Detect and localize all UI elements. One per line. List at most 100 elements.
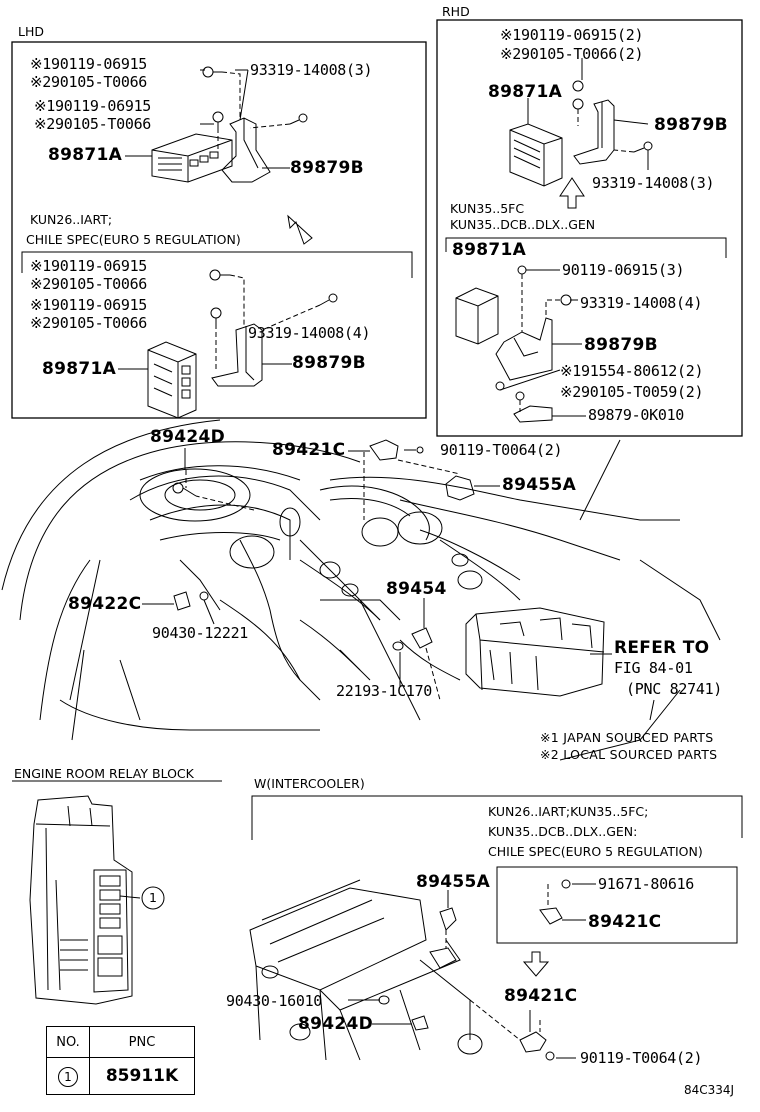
lhd-fasteners-lower [209,269,338,324]
intercooler-condition-line-3: CHILE SPEC(EURO 5 REGULATION) [488,844,703,859]
engine-refer-line-2: FIG 84-01 [614,659,693,677]
engine-details [139,468,483,681]
pnc-row-number: 1 [58,1066,78,1087]
intercooler-bracket [251,795,743,840]
lhd-lower-ecu-label: 89871A [42,359,117,379]
rhd-frame [436,19,743,437]
intercooler-leaders-dashed [445,884,549,1041]
lhd-frame [11,41,427,419]
lhd-upper-japan-screw-label: ※190119-06915 [30,55,148,73]
rhd-sub-bracket2-label: 89879-0K010 [588,406,685,424]
pnc-table-header-pnc: PNC [89,1026,195,1058]
rhd-ecu [509,123,563,187]
lhd-sub-bracket [21,251,413,278]
lhd-upper-bracket-label: 89879B [290,158,364,178]
lhd-leaders-lower-dashed [215,274,321,370]
rhd-bracket-label: 89879B [654,115,728,135]
engine-leaders [142,448,655,721]
lhd-ecu-lower [147,341,197,419]
rhd-sub-bracket-part [495,317,553,381]
intercooler-condition-line-1: KUN26..IART;KUN35..5FC; [488,804,649,819]
lhd-lower-bracket-label: 89879B [292,353,366,373]
lhd-condition-line-2: CHILE SPEC(EURO 5 REGULATION) [26,232,241,247]
note-japan-sourced: ※1 JAPAN SOURCED PARTS [540,730,714,745]
lhd-upper-bolt-label: 93319-14008(3) [250,61,373,79]
rhd-fasteners [572,80,653,153]
rhd-sub-ecu [455,287,499,345]
lhd-upper-ecu-label: 89871A [48,145,123,165]
rhd-sub-bracket [445,237,727,258]
pnc-table: NO. PNC 1 85911K [46,1026,195,1095]
rhd-sub-leaders [499,269,586,417]
rhd-condition-line-2: KUN35..DCB..DLX..GEN [450,217,596,232]
intercooler-sub-frame [496,866,738,944]
intercooler-89455a-label: 89455A [416,872,491,892]
lhd-lower-local-screw-label-2: ※290105-T0066 [30,314,148,332]
pnc-table-cell-pnc: 85911K [89,1057,195,1095]
lhd-lower-bolt-label: 93319-14008(4) [248,324,371,342]
lhd-arrow [287,214,313,245]
figure-code: 84C334J [684,1083,735,1097]
intercooler-89421c-label: 89421C [504,986,578,1006]
note-local-sourced: ※2 LOCAL SOURCED PARTS [540,747,718,762]
engine-bay-outline [1,419,721,761]
rhd-sub-japan-screw-label: ※191554-80612(2) [560,362,704,380]
rhd-sub-screw-label: 90119-06915(3) [562,261,685,279]
intercooler-condition-line-2: KUN35..DCB..DLX..GEN: [488,824,638,839]
lhd-bracket-upper [221,117,271,183]
relay-callout-number: 1 [149,890,157,905]
relay-callout-circle [141,886,165,910]
lhd-leader-bolt-upper [235,69,249,121]
intercooler-91671-label: 91671-80616 [598,875,695,893]
lhd-lower-japan-screw-label-2: ※190119-06915 [30,296,148,314]
rhd-sub-bracket2 [513,405,553,423]
intercooler-90119-label: 90119-T0064(2) [580,1049,703,1067]
lhd-condition-line-1: KUN26..IART; [30,212,113,227]
rhd-sub-bolt-label: 93319-14008(4) [580,294,703,312]
engine-89422c-label: 89422C [68,594,142,614]
rhd-condition-line-1: KUN35..5FC [450,201,525,216]
rhd-sub-local-screw-label: ※290105-T0059(2) [560,383,704,401]
rhd-sub-ecu-label: 89871A [452,240,527,260]
rhd-arrow [559,177,585,209]
lhd-bracket-lower [211,323,263,387]
rhd-japan-screw-label: ※190119-06915(2) [500,26,644,44]
pnc-table-header-no: NO. [46,1026,90,1058]
relay-block-drawing [29,795,141,1005]
lhd-title: LHD [18,24,44,39]
lhd-upper-local-screw-label: ※290105-T0066 [30,73,148,91]
intercooler-box-89421c-label: 89421C [588,912,662,932]
pnc-table-cell-no: 1 [46,1057,90,1095]
lhd-ecu-upper [151,133,233,183]
lhd-upper-japan-screw-label-2: ※190119-06915 [34,97,152,115]
engine-89421c-label: 89421C [272,440,346,460]
lhd-fasteners-upper [202,66,308,128]
engine-relay-box [465,607,605,697]
engine-90430-label: 90430-12221 [152,624,249,642]
rhd-leaders [527,58,649,170]
relay-block-title: ENGINE ROOM RELAY BLOCK [14,766,194,781]
engine-89424d-label: 89424D [150,427,226,447]
lhd-lower-japan-screw-label: ※190119-06915 [30,257,148,275]
engine-leaders-dashed [185,452,461,701]
intercooler-title: W(INTERCOOLER) [254,776,365,791]
lhd-lower-local-screw-label: ※290105-T0066 [30,275,148,293]
engine-90119-label: 90119-T0064(2) [440,441,563,459]
intercooler-90430-label: 90430-16010 [226,992,323,1010]
lhd-screw-leaders-upper [200,69,214,125]
rhd-bolt-label: 93319-14008(3) [592,174,715,192]
engine-89455a-label: 89455A [502,475,577,495]
engine-22193-label: 22193-1C170 [336,682,433,700]
rhd-ecu-label: 89871A [488,82,563,102]
intercooler-drawing [249,879,571,1061]
engine-sensors [172,439,475,651]
rhd-bracket [573,99,615,165]
lhd-leaders-lower [118,363,292,370]
engine-refer-line-1: REFER TO [614,638,710,658]
rhd-local-screw-label: ※290105-T0066(2) [500,45,644,63]
lhd-leaders-upper-dashed [217,71,291,150]
rhd-title: RHD [442,4,470,19]
rhd-sub-leaders-dashed [519,274,560,412]
